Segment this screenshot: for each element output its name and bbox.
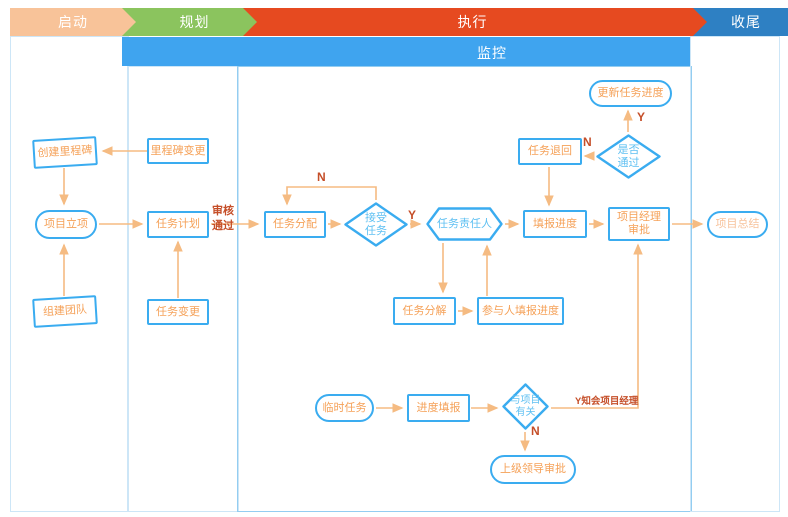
node-team-building[interactable]: 组建团队 <box>32 295 98 328</box>
edge-label-review-pass: 审核 通过 <box>212 205 234 232</box>
node-label: 创建里程碑 <box>37 144 93 160</box>
phase-label: 执行 <box>457 14 488 30</box>
node-task-decomposition[interactable]: 任务分解 <box>393 297 456 325</box>
node-progress-fill[interactable]: 进度填报 <box>407 394 470 422</box>
node-label: 接受 任务 <box>365 211 387 237</box>
phase-label: 监控 <box>477 45 507 61</box>
edge-label-y-notify: Y知会项目经理 <box>575 396 639 407</box>
phase-label: 启动 <box>58 14 88 30</box>
node-label: 任务退回 <box>528 145 572 157</box>
phase-band-execute: 执行 <box>238 8 707 36</box>
node-project-related-decision[interactable]: 与项目 有关 <box>502 383 549 430</box>
node-label: 项目经理审批 <box>617 211 661 236</box>
node-create-milestone[interactable]: 创建里程碑 <box>32 136 98 169</box>
node-task-assignment[interactable]: 任务分配 <box>264 211 326 238</box>
node-label: 上级领导审批 <box>500 463 566 475</box>
node-pm-approval[interactable]: 项目经理审批 <box>608 207 670 241</box>
node-label: 里程碑变更 <box>150 144 206 157</box>
node-label: 临时任务 <box>322 401 367 414</box>
node-temp-task[interactable]: 临时任务 <box>315 394 374 422</box>
lane-execute-column <box>237 66 692 512</box>
node-label: 任务责任人 <box>437 217 492 230</box>
phase-band-monitor: 监控 <box>122 37 690 66</box>
node-pass-or-not-decision[interactable]: 是否 通过 <box>596 134 661 179</box>
node-leader-approval[interactable]: 上级领导审批 <box>490 455 576 484</box>
node-label: 进度填报 <box>416 401 461 414</box>
node-accept-task-decision[interactable]: 接受 任务 <box>344 202 408 247</box>
node-task-plan[interactable]: 任务计划 <box>147 211 209 238</box>
node-label: 填报进度 <box>533 217 577 230</box>
diamond-shape <box>502 383 549 430</box>
diamond-shape <box>596 134 661 179</box>
node-label: 是否 通过 <box>617 143 640 169</box>
hexagon-shape <box>426 207 503 241</box>
phase-label: 规划 <box>179 14 210 30</box>
phase-band-plan: 规划 <box>122 8 257 36</box>
node-label: 任务分配 <box>273 218 317 230</box>
node-project-initiation[interactable]: 项目立项 <box>35 210 97 239</box>
node-label: 任务变更 <box>156 305 200 318</box>
edge-label-n-accept: N <box>317 170 326 184</box>
phase-band-start: 启动 <box>10 8 136 36</box>
node-label: 项目总结 <box>715 218 760 230</box>
node-label: 项目立项 <box>44 218 88 230</box>
node-label: 更新任务进度 <box>597 87 664 99</box>
node-label: 任务分解 <box>402 304 447 317</box>
node-label: 任务计划 <box>156 218 200 230</box>
edge-label-y-pass: Y <box>637 110 646 124</box>
node-label: 与项目 有关 <box>510 394 541 418</box>
node-milestone-change[interactable]: 里程碑变更 <box>147 138 209 164</box>
lane-start-column <box>10 36 129 512</box>
node-task-return[interactable]: 任务退回 <box>518 138 582 165</box>
edge-label-n-related: N <box>531 424 540 438</box>
node-label: 参与人填报进度 <box>482 304 559 317</box>
node-task-owner[interactable]: 任务责任人 <box>426 207 503 241</box>
node-fill-progress[interactable]: 填报进度 <box>523 210 587 238</box>
lane-plan-column <box>127 66 239 512</box>
edge-label-n-pass: N <box>583 135 592 149</box>
node-task-change[interactable]: 任务变更 <box>147 299 209 325</box>
node-participants-fill-progress[interactable]: 参与人填报进度 <box>477 297 564 325</box>
node-project-summary[interactable]: 项目总结 <box>707 211 768 238</box>
edge-label-y-accept: Y <box>408 208 417 222</box>
lane-close-column <box>690 36 780 512</box>
diamond-shape <box>344 202 408 247</box>
node-update-task-progress[interactable]: 更新任务进度 <box>589 80 672 107</box>
phase-label: 收尾 <box>731 14 761 30</box>
node-label: 组建团队 <box>42 303 88 319</box>
